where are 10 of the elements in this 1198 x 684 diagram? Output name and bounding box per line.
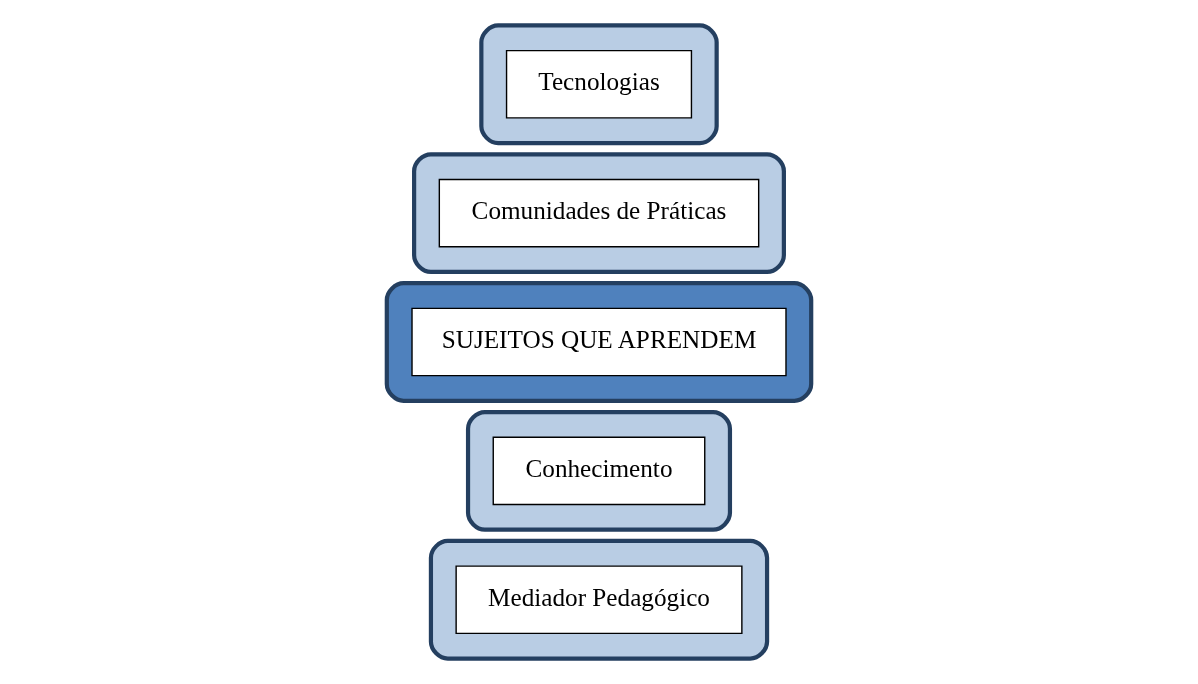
- node-box: Comunidades de Práticas: [438, 178, 760, 248]
- node-box: Tecnologias: [505, 49, 693, 119]
- cluster: [479, 23, 719, 146]
- cluster: [428, 538, 770, 661]
- node-box: Mediador Pedagógico: [455, 565, 743, 635]
- node-box: Conhecimento: [492, 436, 706, 506]
- cluster: [412, 152, 786, 275]
- cluster: [384, 281, 814, 403]
- node-box: SUJEITOS QUE APRENDEM: [411, 307, 787, 377]
- cluster: [465, 409, 733, 532]
